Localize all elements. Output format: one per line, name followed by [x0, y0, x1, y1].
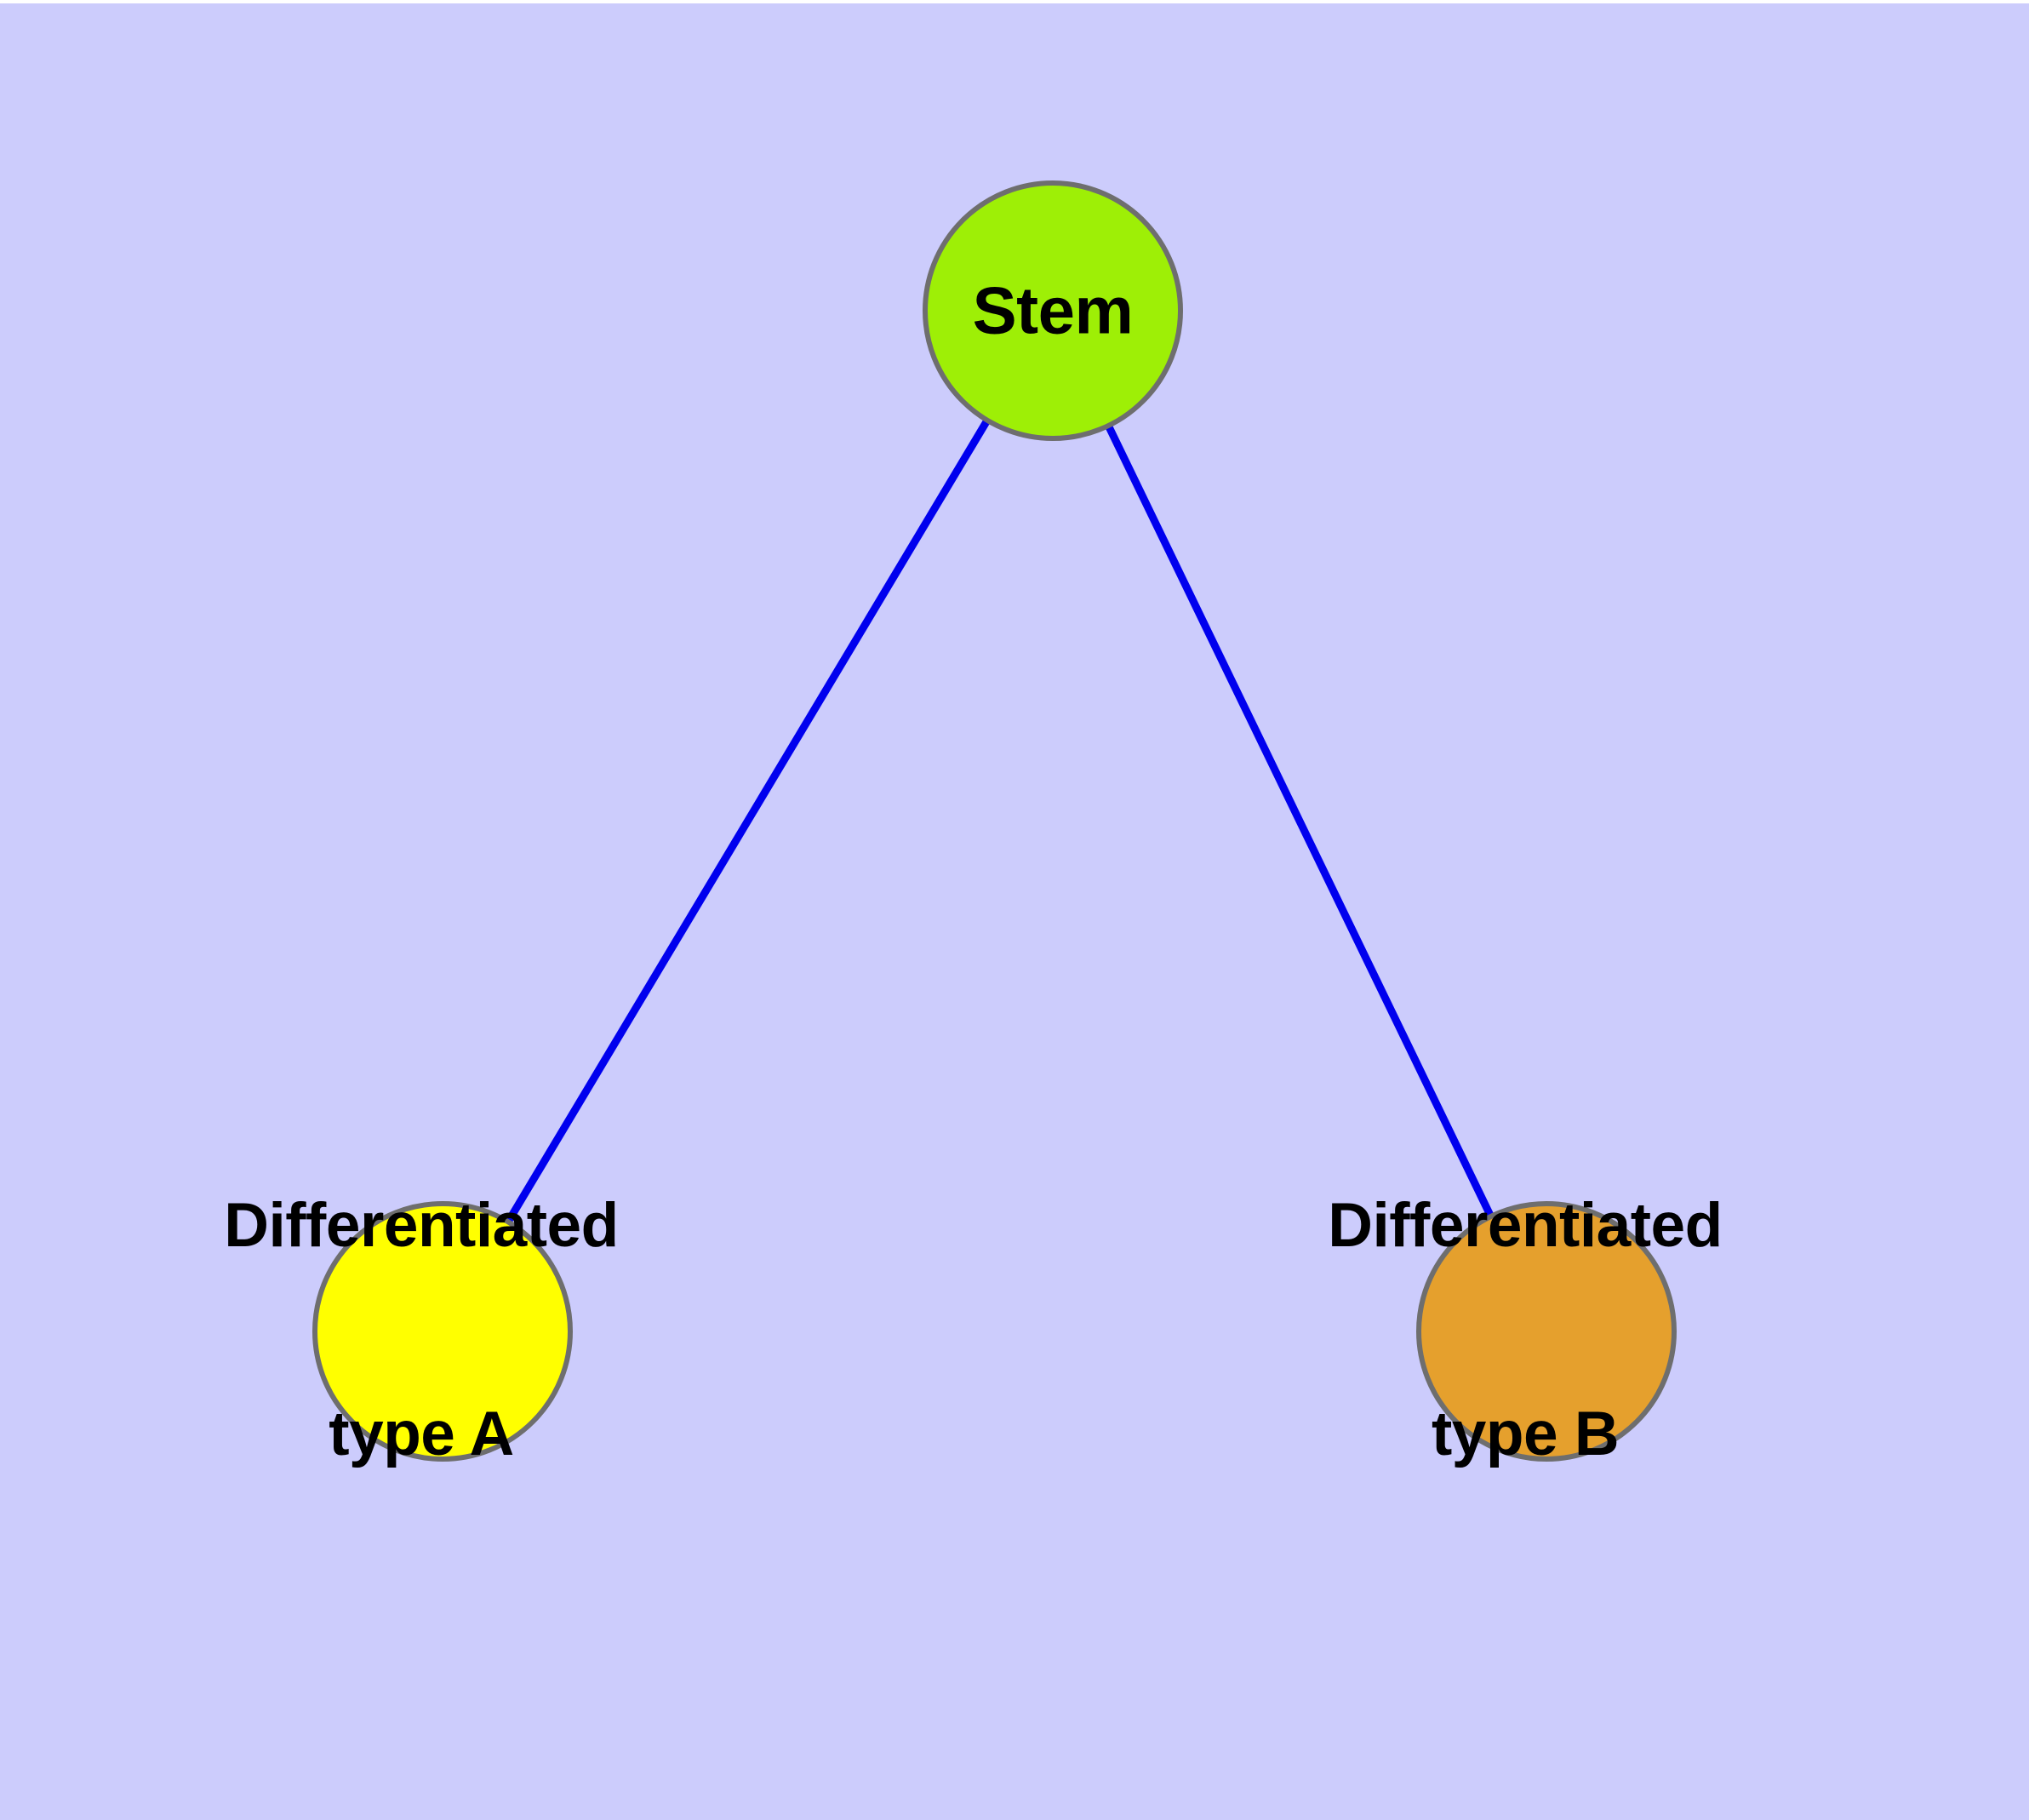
node-layer — [312, 180, 1677, 1462]
edge-stem-to-type-a — [501, 412, 994, 1230]
node-differentiated-type-b[interactable] — [1416, 1201, 1677, 1462]
edge-stem-to-type-b — [1101, 417, 1498, 1225]
node-stem[interactable] — [923, 180, 1183, 441]
edge-layer — [501, 412, 1498, 1230]
node-differentiated-type-a[interactable] — [312, 1201, 573, 1462]
